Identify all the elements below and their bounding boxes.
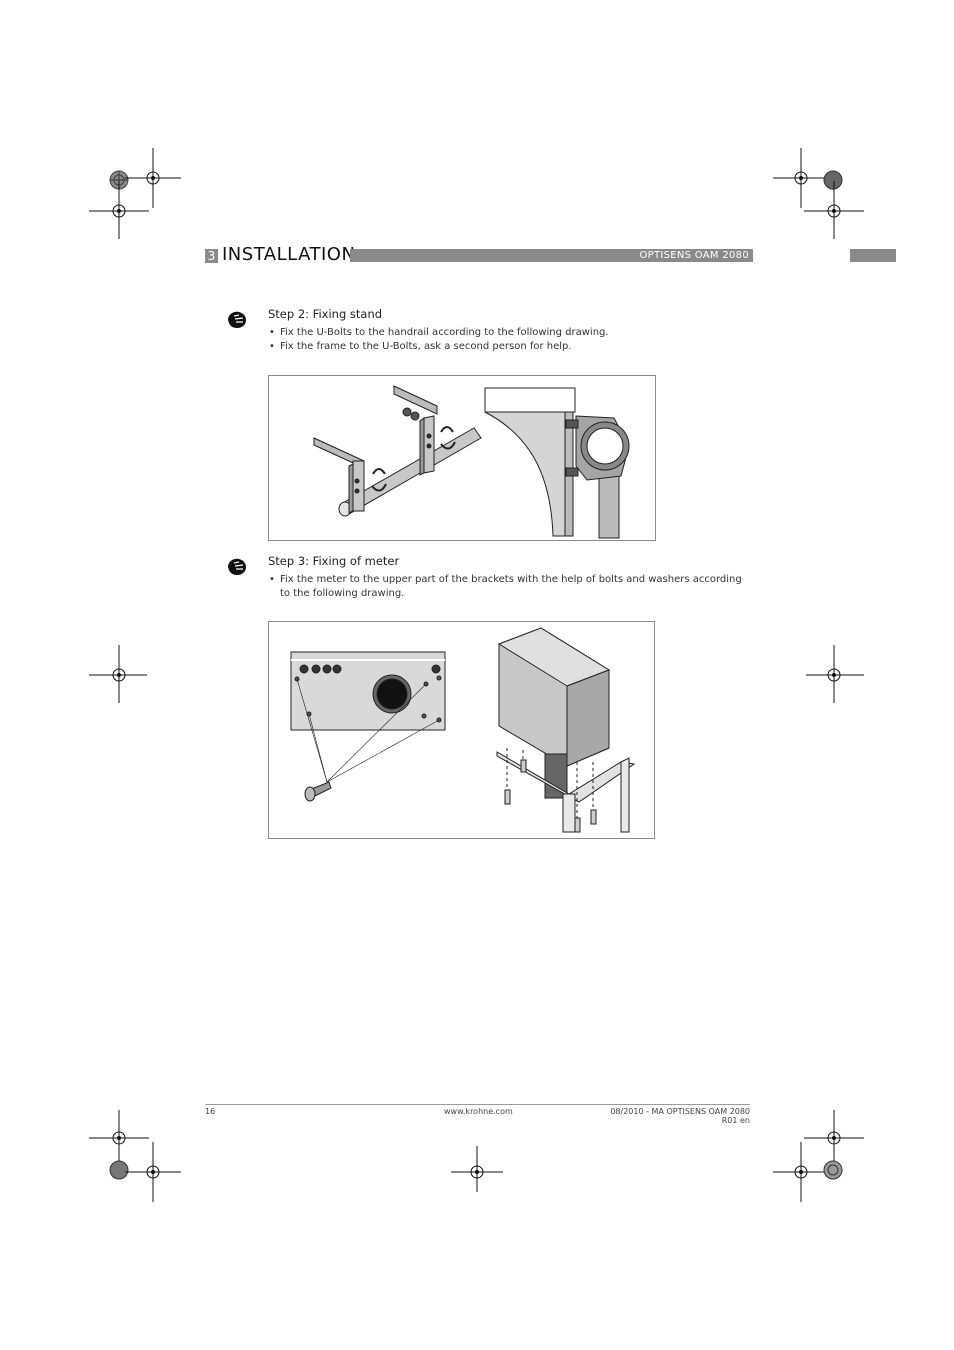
footer-rule [205,1104,750,1105]
footer-website: www.krohne.com [444,1107,513,1116]
bullet-item: Fix the U-Bolts to the handrail accordin… [268,326,748,340]
figure-fixing-stand [268,375,656,541]
bullet-item: Fix the frame to the U-Bolts, ask a seco… [268,340,748,354]
figure-fixing-meter [268,621,655,839]
step-title: Step 2: Fixing stand [268,307,383,321]
chapter-title: INSTALLATION [222,244,356,265]
step-title: Step 3: Fixing of meter [268,554,400,568]
header-product-name: OPTISENS OAM 2080 [639,250,749,261]
header-bar [350,249,753,262]
step-bullet-list: Fix the U-Bolts to the handrail accordin… [268,326,748,353]
page-number: 16 [205,1107,216,1116]
bullet-item: Fix the meter to the upper part of the b… [268,573,752,600]
step-bullet-list: Fix the meter to the upper part of the b… [268,573,752,600]
footer-doc-ref: 08/2010 - MA OPTISENS OAM 2080 R01 en [610,1107,750,1125]
hand-pointer-icon [226,310,248,330]
chapter-number: 3 [205,249,218,263]
header-tab [850,249,896,262]
hand-pointer-icon [226,557,248,577]
